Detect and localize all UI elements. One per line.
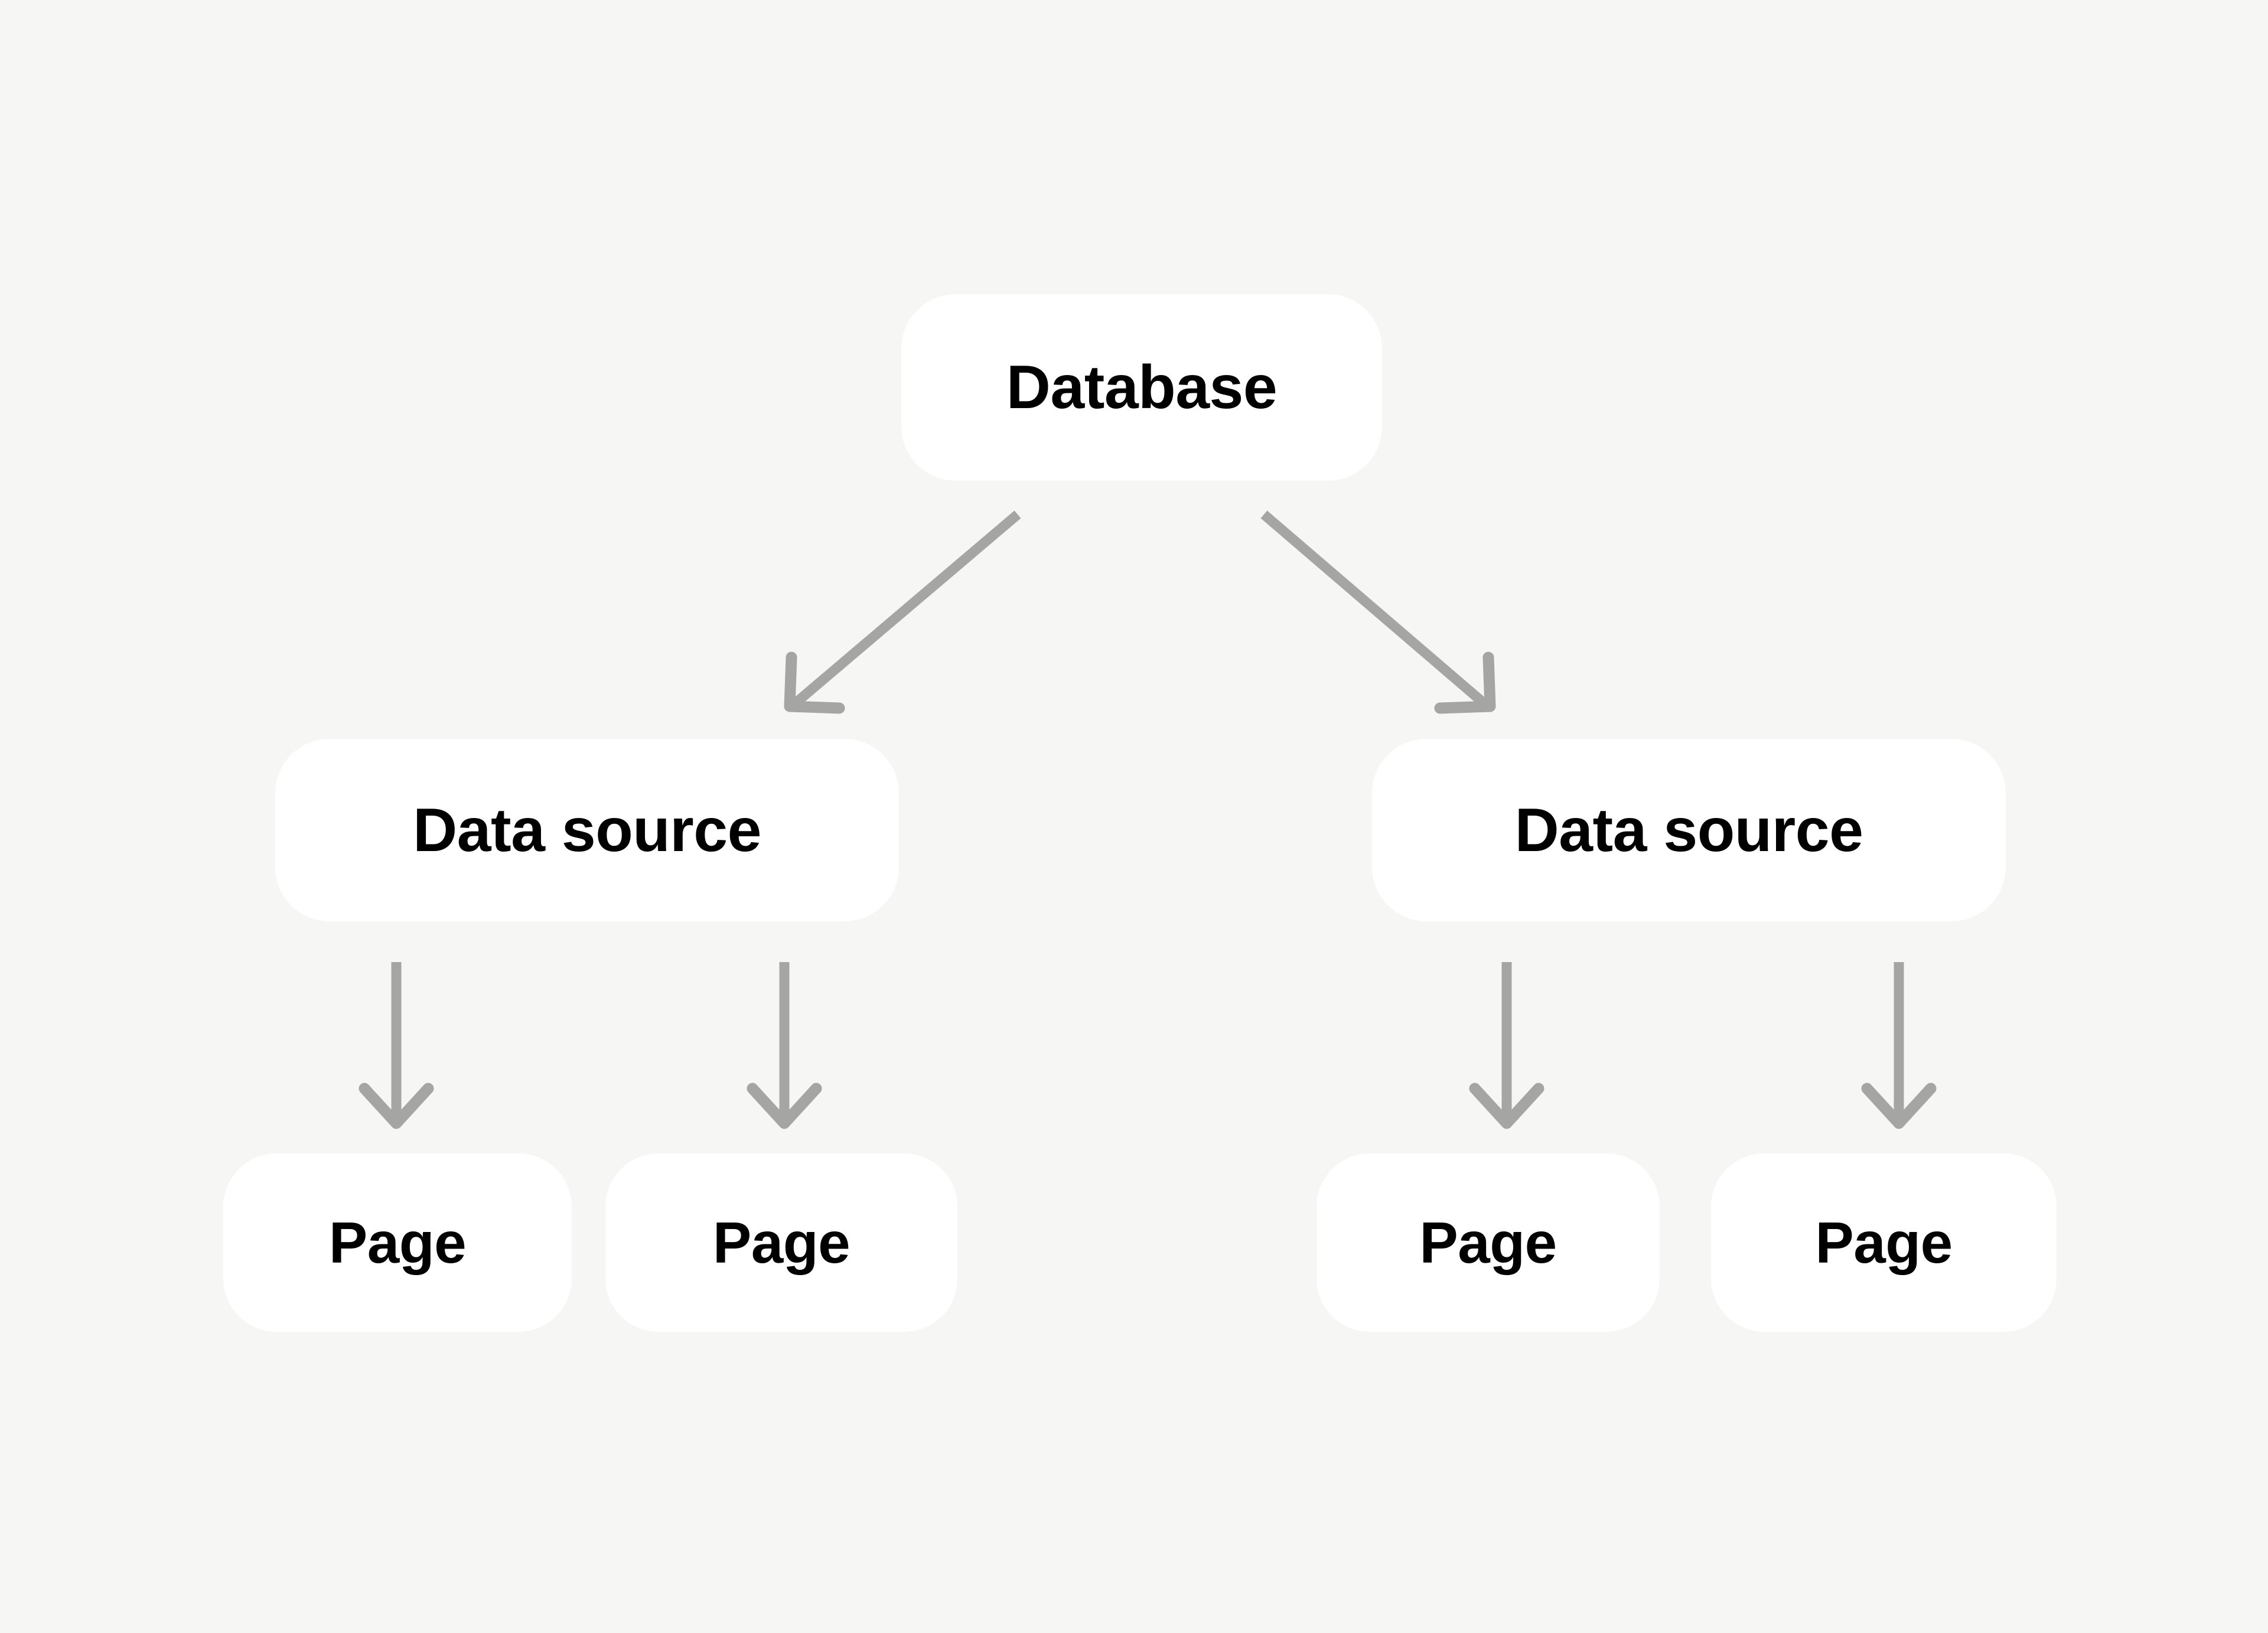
node-database[interactable]: Database [901, 294, 1382, 481]
node-page-2-label: Page [712, 1210, 850, 1275]
edge-data-source-1-to-page-2 [747, 962, 822, 1129]
node-data-source-1-label: Data source [413, 796, 761, 865]
node-data-source-2[interactable]: Data source [1372, 739, 2006, 921]
edge-data-source-2-to-page-4 [1861, 962, 1937, 1129]
edge-database-to-data-source-2 [1260, 510, 1496, 714]
node-page-4-label: Page [1815, 1210, 1953, 1275]
edge-database-to-data-source-1 [784, 510, 1021, 714]
node-page-3-label: Page [1419, 1210, 1557, 1275]
node-data-source-2-label: Data source [1514, 796, 1863, 865]
node-database-label: Database [1006, 353, 1278, 422]
node-page-1[interactable]: Page [223, 1153, 572, 1332]
edge-data-source-2-to-page-3 [1469, 962, 1544, 1129]
node-data-source-1[interactable]: Data source [275, 739, 899, 921]
edge-data-source-1-to-page-1 [359, 962, 434, 1129]
node-page-4[interactable]: Page [1711, 1153, 2057, 1332]
node-page-3[interactable]: Page [1317, 1153, 1660, 1332]
node-page-2[interactable]: Page [605, 1153, 957, 1332]
node-page-1-label: Page [328, 1210, 467, 1275]
